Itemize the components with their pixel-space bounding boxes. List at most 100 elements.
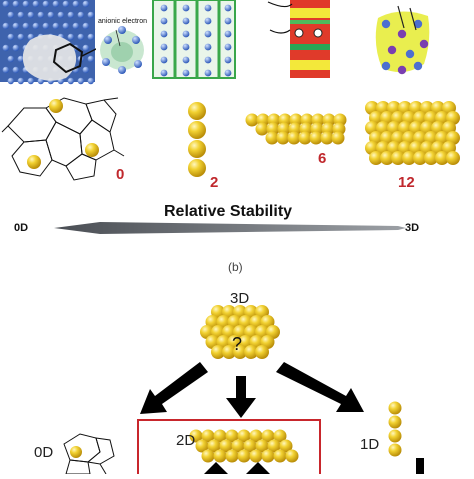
two-d-frame: [137, 419, 321, 479]
label-0d: 0D: [34, 444, 54, 461]
sheet-atom: [207, 439, 221, 453]
sheet-atom: [267, 439, 281, 453]
lattice-atom: [12, 22, 20, 30]
lattice-atom: [182, 30, 190, 38]
zero-d-cage-network: [1, 97, 125, 181]
lattice-atom: [12, 66, 20, 74]
lattice-atom: [160, 17, 168, 25]
lattice-atom: [17, 77, 25, 85]
molecule-atom: [387, 45, 397, 55]
molecular-structure-panel: [372, 0, 434, 80]
sheet-atom: [237, 429, 251, 443]
lattice-atom: [77, 11, 85, 19]
lattice-atom: [7, 11, 15, 19]
panel-label-b: (b): [228, 260, 243, 274]
bulk-atom: [222, 345, 236, 359]
lattice-atom: [224, 69, 232, 77]
lattice-atom: [17, 55, 25, 63]
cluster-size-0: 0: [116, 166, 125, 183]
lattice-atom: [27, 11, 35, 19]
lattice-atom: [224, 17, 232, 25]
sheet-atom: [225, 429, 239, 443]
lattice-atom: [67, 77, 75, 85]
bulk-atom: [391, 151, 405, 165]
bulk-atom: [244, 345, 258, 359]
chain-atom: [188, 121, 206, 139]
sheet-atom: [273, 449, 287, 463]
lattice-atom: [82, 22, 90, 30]
lattice-atom: [22, 22, 30, 30]
sheet-atom: [189, 429, 203, 443]
sheet-atom: [219, 439, 233, 453]
sheet-atom: [237, 449, 251, 463]
sheet-atom: [255, 122, 269, 136]
label-1d: 1D: [360, 436, 380, 453]
sheet-atom: [276, 131, 290, 145]
molecule-atom: [381, 61, 391, 71]
lattice-atom: [224, 30, 232, 38]
sheet-atom: [225, 449, 239, 463]
lattice-atom: [22, 0, 30, 8]
lattice-atom: [87, 77, 95, 85]
lattice-atom: [87, 33, 95, 41]
lattice-atom: [160, 43, 168, 51]
lattice-atom: [182, 56, 190, 64]
lattice-atom: [52, 22, 60, 30]
bulk-atom: [380, 151, 394, 165]
axis-right-label: 3D: [405, 222, 420, 234]
chain-atom: [388, 429, 402, 443]
cluster-size-12: 12: [398, 174, 415, 191]
cage-atom: [70, 446, 82, 458]
sheet-atom: [201, 449, 215, 463]
sheet-atom: [273, 429, 287, 443]
sheet-atom: [279, 439, 293, 453]
lattice-atom: [160, 4, 168, 12]
transformation-arrows: [140, 362, 364, 474]
lattice-atom: [82, 0, 90, 8]
sheet-atom: [245, 113, 259, 127]
lattice-atom: [204, 56, 212, 64]
lattice-atom: [182, 4, 190, 12]
lattice-atom: [7, 77, 15, 85]
cluster-size-6: 6: [318, 150, 327, 167]
label-2d: 2D: [176, 432, 196, 449]
sheet-atom: [331, 131, 345, 145]
lattice-atom: [160, 30, 168, 38]
lattice-atom: [72, 0, 80, 8]
chain-atom: [188, 140, 206, 158]
cluster-series: [27, 99, 460, 177]
top-image-strip: [0, 0, 434, 85]
electron-density-panel: [267, 0, 330, 78]
layered-lattice-panel: [152, 0, 236, 79]
top-3d-label: 3D: [230, 290, 250, 307]
sheet-atom: [320, 131, 334, 145]
lattice-atom: [7, 33, 15, 41]
bulk-atom: [211, 345, 225, 359]
chain-atom: [388, 415, 402, 429]
bulk-atom: [233, 345, 247, 359]
lattice-atom: [204, 43, 212, 51]
lattice-atom: [27, 33, 35, 41]
lattice-atom: [12, 44, 20, 52]
lattice-atom: [32, 22, 40, 30]
lattice-atom: [2, 44, 10, 52]
molecule-atom: [381, 19, 391, 29]
one-d-bar: [416, 458, 424, 474]
lattice-atom: [160, 56, 168, 64]
lattice-atom: [12, 0, 20, 8]
cage-atom: [27, 155, 41, 169]
lattice-atom: [37, 11, 45, 19]
bulk-atom: [424, 151, 438, 165]
lattice-atom: [77, 33, 85, 41]
sheet-atom: [298, 131, 312, 145]
lattice-atom: [224, 56, 232, 64]
bulk-atom: [369, 151, 383, 165]
lattice-atom: [42, 0, 50, 8]
lattice-atom: [67, 11, 75, 19]
bulk-atom: [435, 151, 449, 165]
sheet-atom: [309, 131, 323, 145]
lattice-atom: [182, 43, 190, 51]
lattice-atom: [87, 55, 95, 63]
